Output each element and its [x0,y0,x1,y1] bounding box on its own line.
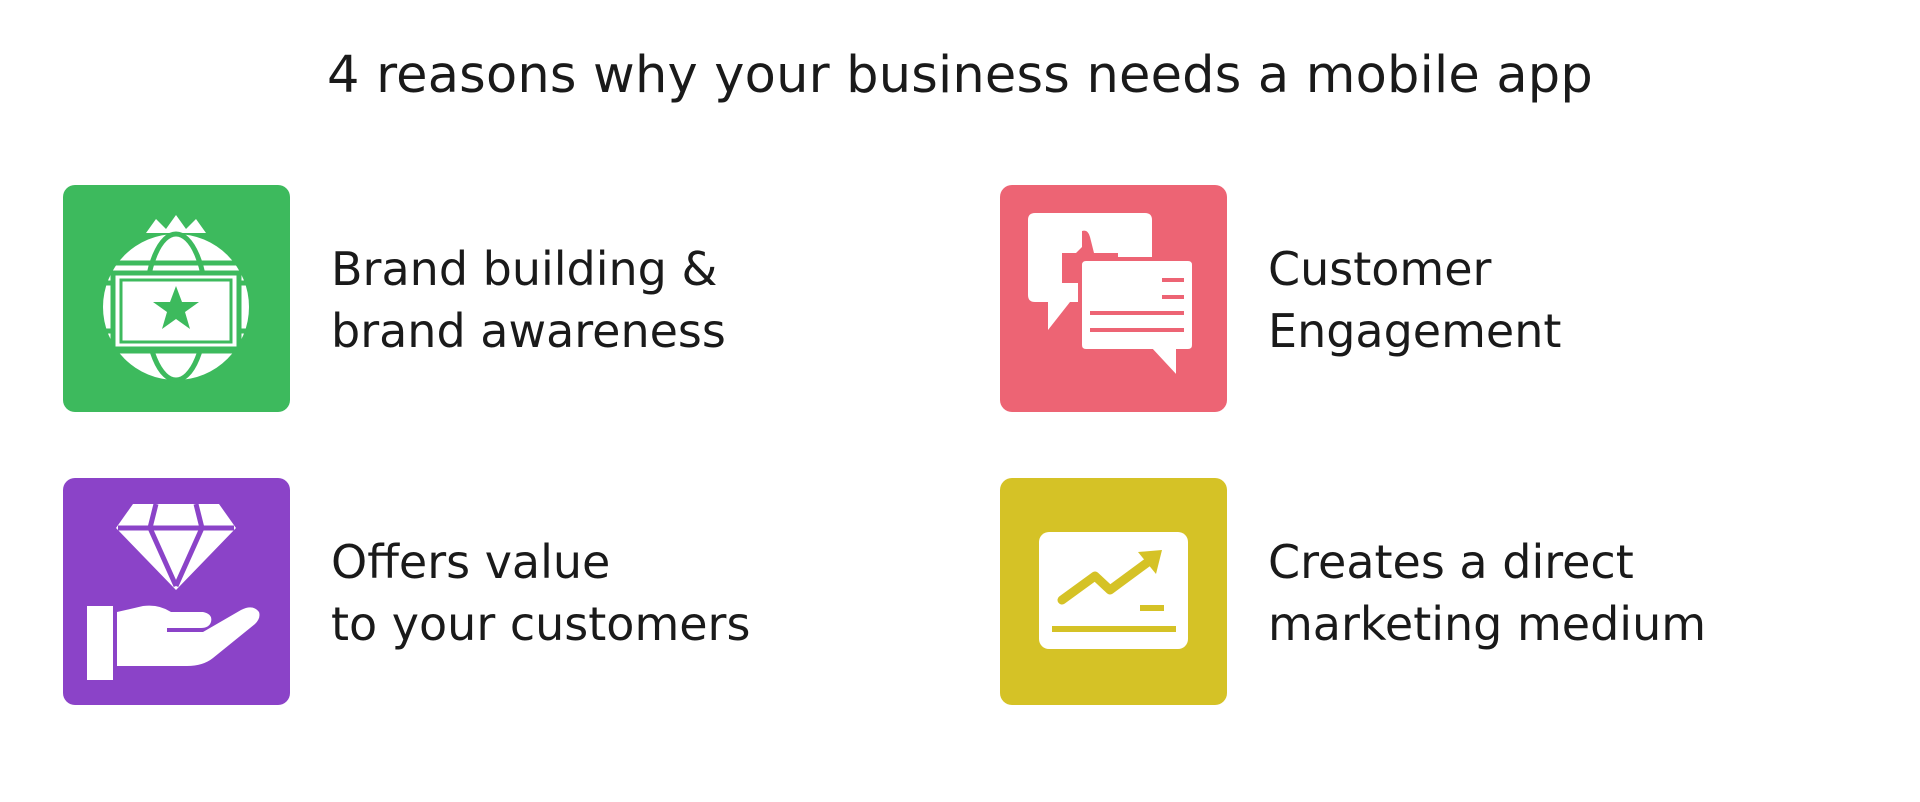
globe-star-icon [103,215,249,383]
reason-card-customer-engagement: Customer Engagement [1000,185,1920,415]
reason-label: Customer Engagement [1268,238,1561,362]
reason-label-line2: brand awareness [331,304,726,358]
reason-card-brand-building: Brand building & brand awareness [63,185,1063,415]
reason-label-line1: Customer [1268,242,1492,296]
chat-thumbs-up-icon [1028,213,1196,385]
reason-label-line2: Engagement [1268,304,1562,358]
reason-label-line2: marketing medium [1268,597,1707,651]
reason-label-line2: to your customers [331,597,751,651]
diamond-hand-icon [87,503,260,680]
reason-label-line1: Brand building & [331,242,718,296]
page-title: 4 reasons why your business needs a mobi… [327,46,1593,105]
reason-card-offers-value: Offers value to your customers [63,478,1063,708]
reason-tile [1000,478,1227,705]
reason-label-line1: Creates a direct [1268,535,1634,589]
reason-label: Offers value to your customers [331,531,750,655]
reason-label: Brand building & brand awareness [331,238,726,362]
reason-card-direct-marketing: Creates a direct marketing medium [1000,478,1920,708]
reason-label: Creates a direct marketing medium [1268,531,1706,655]
reason-tile [63,185,290,412]
reason-tile [63,478,290,705]
trend-chart-icon [1039,532,1188,649]
reason-tile [1000,185,1227,412]
reason-label-line1: Offers value [331,535,611,589]
